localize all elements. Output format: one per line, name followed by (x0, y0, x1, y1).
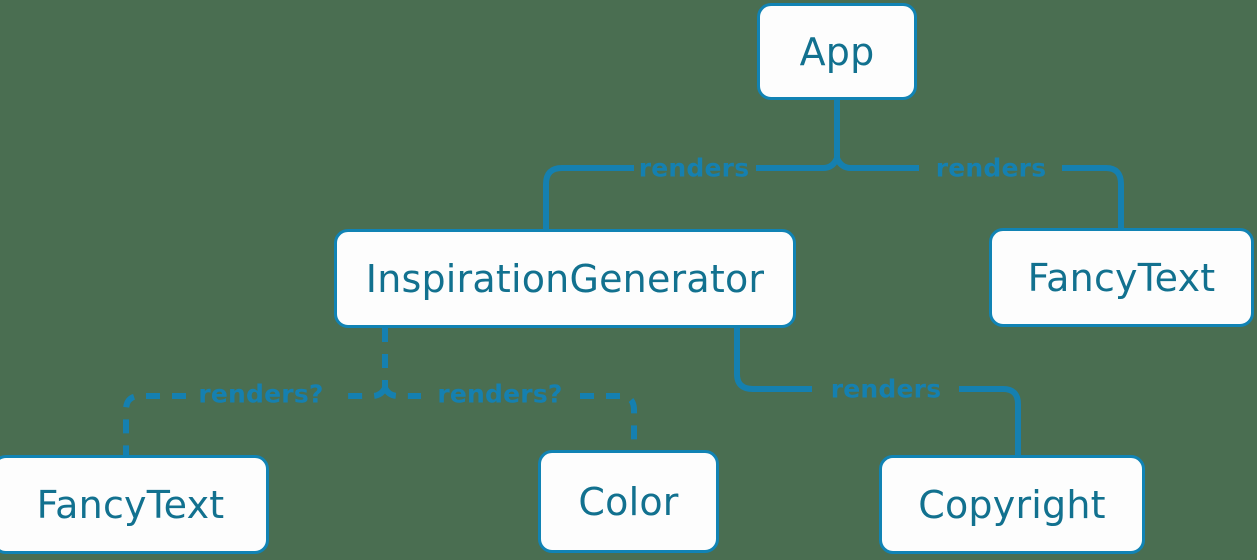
node-app-label: App (799, 29, 875, 74)
edge-label-inspiration-generator-to-color: renders? (437, 379, 563, 409)
edge-inspiration-generator-to-copyright-tail (959, 386, 1021, 455)
node-color[interactable]: Color (538, 450, 719, 553)
edge-app-to-inspiration-generator (756, 156, 840, 171)
edge-inspiration-generator-to-copyright (734, 328, 812, 392)
edge-app-to-fancytext-right-tail (1062, 165, 1124, 228)
edge-label-app-to-fancytext-right: renders (935, 153, 1047, 183)
edge-inspiration-generator-to-fancytext-left-tail (123, 393, 186, 455)
node-fancytext-right[interactable]: FancyText (989, 228, 1254, 327)
node-fancytext-left[interactable]: FancyText (0, 455, 269, 554)
edge-inspiration-generator-to-color-tail (580, 393, 637, 450)
node-color-label: Color (578, 479, 679, 524)
node-inspiration-generator[interactable]: InspirationGenerator (334, 229, 796, 328)
edge-label-inspiration-generator-to-fancytext-left: renders? (198, 379, 324, 409)
edge-app-to-inspiration-generator-tail (543, 165, 634, 229)
node-app[interactable]: App (757, 3, 917, 100)
node-copyright[interactable]: Copyright (879, 455, 1145, 554)
node-copyright-label: Copyright (918, 482, 1106, 527)
edge-inspiration-generator-to-fancytext-left (341, 386, 388, 399)
node-fancytext-left-label: FancyText (36, 482, 225, 527)
edge-label-inspiration-generator-to-copyright: renders (830, 374, 942, 404)
node-inspiration-generator-label: InspirationGenerator (365, 256, 765, 301)
edge-inspiration-generator-to-color (382, 386, 421, 399)
edge-label-app-to-inspiration-generator: renders (638, 153, 750, 183)
edge-app-to-fancytext-right (834, 156, 919, 171)
node-fancytext-right-label: FancyText (1027, 255, 1216, 300)
